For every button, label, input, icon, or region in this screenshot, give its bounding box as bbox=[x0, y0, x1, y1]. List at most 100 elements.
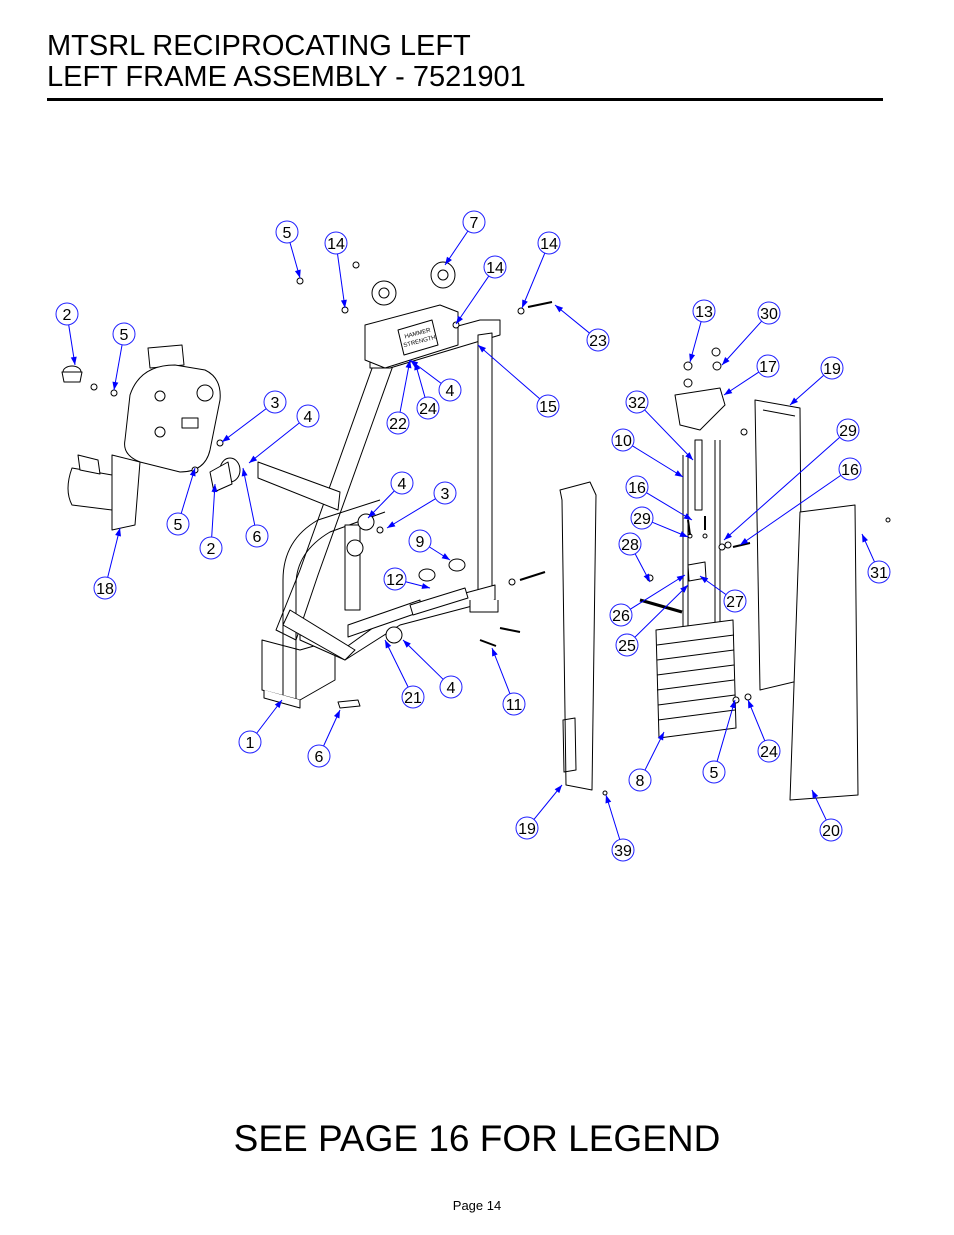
callout-arrowhead bbox=[748, 700, 754, 709]
callout-number: 5 bbox=[174, 517, 183, 534]
callout-number: 14 bbox=[486, 260, 504, 277]
callout-number: 6 bbox=[315, 749, 324, 766]
callout-circle bbox=[408, 529, 432, 553]
diagram-title-line-2: LEFT FRAME ASSEMBLY - 7521901 bbox=[47, 61, 526, 93]
part-callout: 1 bbox=[238, 699, 283, 754]
callout-number: 29 bbox=[839, 423, 857, 440]
callout-number: 31 bbox=[870, 565, 888, 582]
callout-number: 39 bbox=[614, 843, 632, 860]
callout-arrowhead bbox=[410, 360, 419, 368]
part-callout: 15 bbox=[477, 344, 560, 418]
callout-circle bbox=[515, 816, 539, 840]
callout-leader-line bbox=[721, 320, 762, 366]
callout-arrowhead bbox=[385, 640, 392, 649]
callout-number: 4 bbox=[447, 680, 456, 697]
part-callout: 14 bbox=[521, 231, 561, 309]
callout-circle bbox=[536, 394, 560, 418]
callout-circle bbox=[615, 633, 639, 657]
callout-circle bbox=[93, 576, 117, 600]
callout-circle bbox=[820, 356, 844, 380]
part-callout: 4 bbox=[409, 359, 462, 402]
callout-arrowhead bbox=[70, 356, 77, 365]
callout-arrowhead bbox=[674, 470, 683, 477]
callout-number: 18 bbox=[96, 581, 114, 598]
left-lever-assembly bbox=[61, 344, 341, 531]
callout-leader-line bbox=[221, 408, 267, 443]
left-shroud bbox=[559, 481, 597, 791]
callout-number: 17 bbox=[759, 359, 777, 376]
callout-number: 12 bbox=[386, 572, 404, 589]
callout-circle bbox=[756, 354, 780, 378]
callout-arrowhead bbox=[492, 648, 498, 657]
callout-arrowhead bbox=[605, 795, 612, 804]
callout-number: 4 bbox=[446, 383, 455, 400]
callout-number: 4 bbox=[304, 409, 313, 426]
side-panel bbox=[789, 504, 859, 801]
callout-circle bbox=[702, 760, 726, 784]
callout-leader-line bbox=[739, 474, 842, 546]
callout-number: 16 bbox=[628, 480, 646, 497]
callout-leader-line bbox=[402, 639, 444, 680]
part-callout: 3 bbox=[386, 481, 457, 529]
part-callout: 30 bbox=[721, 301, 781, 366]
callout-number: 23 bbox=[589, 333, 607, 350]
callout-leader-line bbox=[630, 574, 686, 610]
callout-arrowhead bbox=[729, 700, 736, 709]
callout-arrowhead bbox=[643, 573, 650, 582]
callout-circle bbox=[390, 471, 414, 495]
callout-leader-line bbox=[386, 498, 436, 529]
callout-leader-line bbox=[477, 344, 541, 400]
callout-arrowhead bbox=[115, 528, 121, 537]
callout-circle bbox=[263, 390, 287, 414]
callout-circle bbox=[307, 744, 331, 768]
callout-leader-line bbox=[248, 422, 300, 464]
callout-number: 9 bbox=[416, 534, 425, 551]
callout-arrowhead bbox=[790, 397, 798, 405]
callout-circle bbox=[757, 739, 781, 763]
title-underline bbox=[47, 98, 883, 101]
part-callout: 16 bbox=[739, 457, 862, 546]
callout-leader-line bbox=[107, 527, 121, 578]
callout-arrowhead bbox=[685, 452, 693, 460]
parts-linework bbox=[61, 261, 891, 801]
part-callout: 28 bbox=[618, 532, 651, 583]
callout-number: 13 bbox=[695, 304, 713, 321]
part-callout: 5 bbox=[112, 322, 136, 391]
callout-number: 21 bbox=[404, 690, 422, 707]
callout-number: 4 bbox=[398, 476, 407, 493]
part-callout: 9 bbox=[408, 529, 451, 561]
callout-circle bbox=[416, 396, 440, 420]
callout-number: 30 bbox=[760, 306, 778, 323]
part-callout: 4 bbox=[402, 639, 463, 699]
callout-circle bbox=[723, 589, 747, 613]
callout-arrowhead bbox=[657, 732, 664, 741]
callout-number: 32 bbox=[628, 395, 646, 412]
callout-leader-line bbox=[337, 253, 346, 309]
callout-arrowhead bbox=[862, 534, 869, 543]
callout-arrowhead bbox=[421, 583, 430, 589]
part-callout: 24 bbox=[414, 361, 440, 420]
part-callout: 13 bbox=[689, 299, 716, 363]
callout-arrowhead bbox=[740, 537, 749, 545]
callout-circle bbox=[838, 457, 862, 481]
callout-leader-line bbox=[632, 445, 684, 478]
part-callout: 31 bbox=[861, 533, 891, 584]
callout-arrowhead bbox=[340, 299, 347, 308]
part-callout: 19 bbox=[789, 356, 844, 406]
diagram-title-line-1: MTSRL RECIPROCATING LEFT bbox=[47, 30, 471, 62]
callout-number: 24 bbox=[419, 401, 437, 418]
callout-arrowhead bbox=[294, 269, 301, 278]
callout-number: 26 bbox=[612, 608, 630, 625]
callout-leader-line bbox=[399, 359, 411, 413]
callout-number: 11 bbox=[506, 697, 523, 714]
callout-arrowhead bbox=[812, 790, 819, 799]
callout-leader-line bbox=[211, 483, 216, 538]
callout-circle bbox=[836, 418, 860, 442]
callout-number: 19 bbox=[823, 361, 841, 378]
callout-arrowhead bbox=[387, 521, 396, 528]
callout-number: 2 bbox=[63, 307, 72, 324]
callout-arrowhead bbox=[722, 357, 730, 365]
callout-circle bbox=[537, 231, 561, 255]
